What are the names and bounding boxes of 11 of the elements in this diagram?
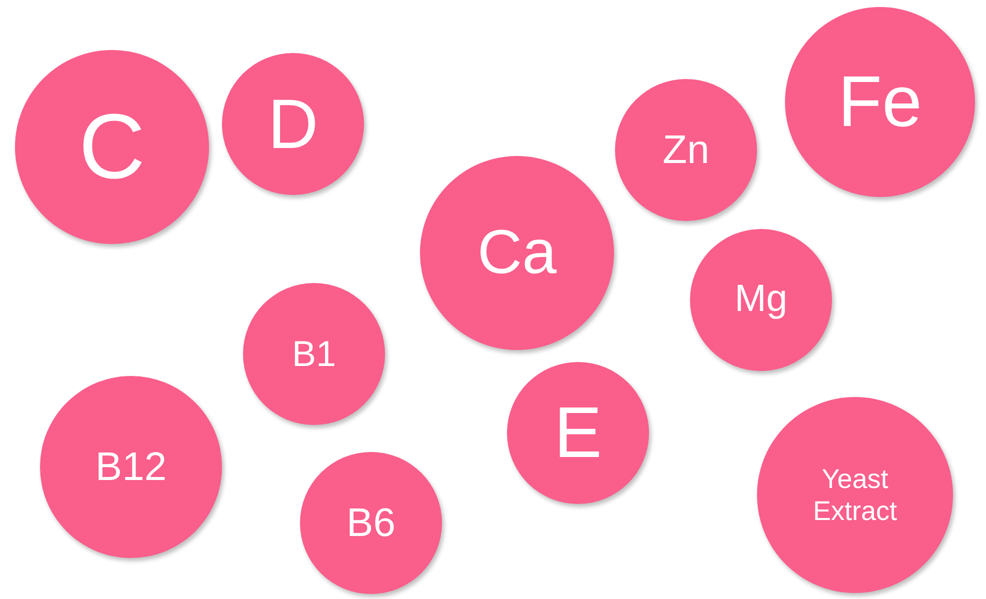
nutrient-label: B6 — [346, 500, 396, 547]
nutrient-label: E — [554, 392, 602, 475]
nutrient-label: C — [78, 94, 146, 200]
nutrient-label: Mg — [734, 277, 788, 322]
nutrient-label: Yeast Extract — [812, 462, 898, 528]
nutrient-label: B1 — [292, 332, 336, 376]
nutrient-label: Ca — [477, 216, 557, 289]
nutrient-label: Fe — [838, 60, 922, 144]
nutrient-label: Zn — [662, 127, 710, 174]
nutrient-label: D — [268, 84, 318, 165]
nutrient-label: B12 — [95, 444, 167, 491]
